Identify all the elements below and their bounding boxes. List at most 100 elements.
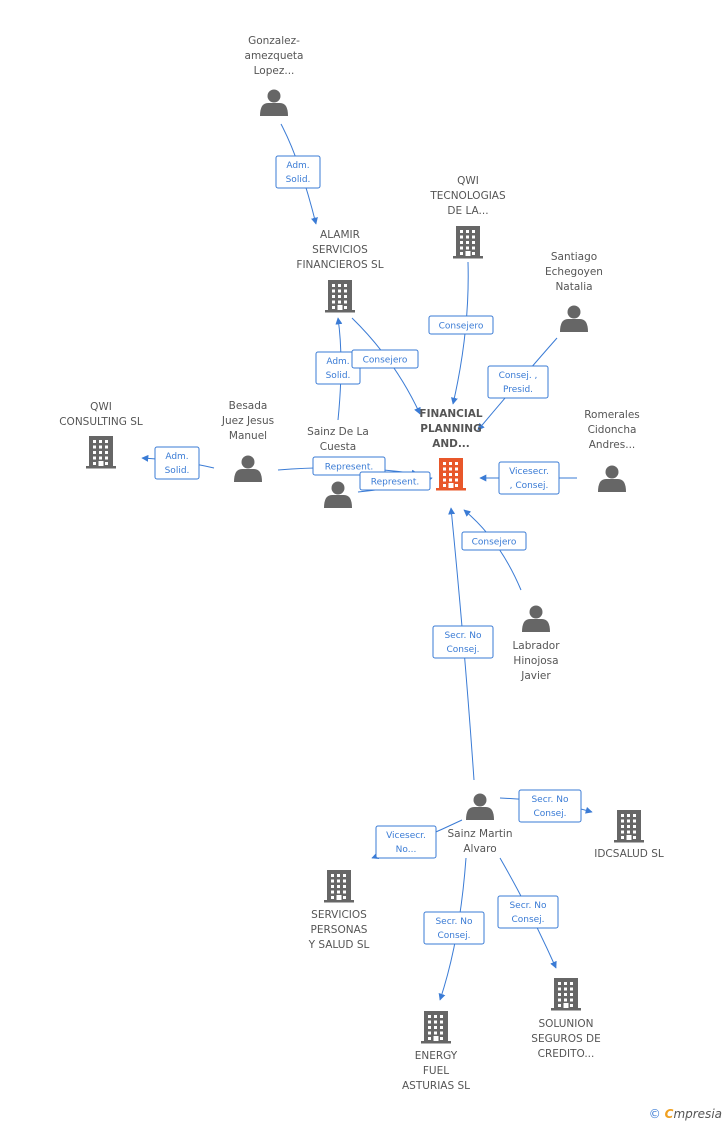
node-label: IDCSALUD SL: [594, 848, 664, 860]
node-label: AND...: [432, 438, 470, 450]
building-icon: [551, 978, 581, 1011]
node-label: TECNOLOGIAS: [429, 190, 506, 202]
relation-label-text: , Consej.: [510, 481, 549, 491]
node-label: DE LA...: [447, 205, 488, 217]
relation-label-text: Consej.: [533, 809, 566, 819]
node-idcsalud[interactable]: IDCSALUD SL: [594, 810, 664, 860]
relation-label-text: Adm.: [165, 452, 188, 462]
relation-label[interactable]: Vicesecr. , Consej.: [498, 461, 560, 495]
relation-label-text: Represent.: [325, 463, 373, 473]
node-alamir[interactable]: ALAMIR SERVICIOS FINANCIEROS SL: [296, 229, 384, 313]
node-label: FUEL: [423, 1065, 449, 1077]
node-label: Y SALUD SL: [308, 939, 370, 951]
relation-label-text: Vicesecr.: [386, 831, 426, 841]
relation-label[interactable]: Secr. No Consej.: [497, 895, 559, 929]
node-solunion[interactable]: SOLUNION SEGUROS DE CREDITO...: [531, 978, 601, 1060]
relation-label-text: Secr. No: [531, 795, 569, 805]
node-servicios[interactable]: SERVICIOS PERSONAS Y SALUD SL: [308, 870, 370, 951]
person-icon: [560, 305, 588, 332]
relation-label[interactable]: Represent.: [359, 471, 431, 491]
node-label: Sainz De La: [307, 426, 369, 438]
building-icon: [86, 436, 116, 469]
person-icon: [324, 481, 352, 508]
relation-label-text: No...: [396, 845, 417, 855]
node-gonzalez[interactable]: Gonzalez-amezquetaLopez...: [245, 35, 304, 116]
building-icon: [614, 810, 644, 843]
node-qwi_cons[interactable]: QWI CONSULTING SL: [59, 401, 143, 469]
relation-label-text: Presid.: [503, 385, 533, 395]
node-label: SERVICIOS: [311, 909, 367, 921]
node-label: Besada: [229, 400, 268, 412]
relation-label[interactable]: Consejero: [428, 315, 494, 335]
node-label: QWI: [90, 401, 112, 413]
relation-label-text: Solid.: [286, 175, 311, 185]
node-label: Cidoncha: [588, 424, 637, 436]
relation-label[interactable]: Vicesecr. No...: [375, 825, 437, 859]
node-label: CREDITO...: [538, 1048, 595, 1060]
node-label: Manuel: [229, 430, 267, 442]
node-label: Santiago: [551, 251, 597, 263]
building-icon: [421, 1011, 451, 1044]
relation-label-text: Consej.: [437, 931, 470, 941]
node-label: amezqueta: [245, 50, 304, 62]
relation-label[interactable]: Adm. Solid.: [275, 155, 321, 189]
relation-label-text: Vicesecr.: [509, 467, 549, 477]
node-label: Echegoyen: [545, 266, 603, 278]
person-icon: [522, 605, 550, 632]
node-label: PERSONAS: [311, 924, 368, 936]
person-icon: [598, 465, 626, 492]
person-icon: [260, 89, 288, 116]
node-label: Lopez...: [254, 65, 295, 77]
node-label: ALAMIR: [320, 229, 360, 241]
node-label: PLANNING: [420, 423, 481, 435]
node-label: ENERGY: [415, 1050, 458, 1062]
node-romerales[interactable]: RomeralesCidonchaAndres...: [584, 409, 640, 492]
node-label: Juez Jesus: [221, 415, 274, 427]
node-label: Sainz Martin: [447, 828, 512, 840]
node-label: FINANCIEROS SL: [296, 259, 383, 271]
relation-label[interactable]: Consejero: [461, 531, 527, 551]
relation-label-text: Adm.: [326, 357, 349, 367]
node-label: Romerales: [584, 409, 640, 421]
node-label: SOLUNION: [538, 1018, 593, 1030]
relation-label-text: Secr. No: [509, 901, 547, 911]
relation-label-text: Consej.: [511, 915, 544, 925]
node-label: Gonzalez-: [248, 35, 300, 47]
relation-label[interactable]: Consejero: [351, 349, 419, 369]
node-fpa[interactable]: FINANCIAL PLANNING AND...: [419, 408, 483, 491]
node-label: SERVICIOS: [312, 244, 368, 256]
relation-label[interactable]: Adm. Solid.: [154, 446, 200, 480]
relation-label[interactable]: Secr. No Consej.: [518, 789, 582, 823]
node-label: Natalia: [555, 281, 592, 293]
node-label: Andres...: [589, 439, 636, 451]
node-label: CONSULTING SL: [59, 416, 143, 428]
building-icon: [453, 226, 483, 259]
building-icon: [324, 870, 354, 903]
node-label: Hinojosa: [513, 655, 558, 667]
relation-label[interactable]: Represent.: [312, 456, 386, 476]
relation-label-text: Solid.: [165, 466, 190, 476]
person-icon: [466, 793, 494, 820]
relation-label-text: Adm.: [286, 161, 309, 171]
relation-label-text: Solid.: [326, 371, 351, 381]
node-label: FINANCIAL: [419, 408, 483, 420]
footer-brand[interactable]: © Cmpresia: [649, 1107, 722, 1121]
relation-label-text: Consejero: [472, 538, 517, 548]
relation-label-text: Consej.: [446, 645, 479, 655]
node-label: Labrador: [512, 640, 560, 652]
node-label: Javier: [520, 670, 551, 682]
focus-building-icon: [436, 458, 466, 491]
relation-label-text: Consej. ,: [499, 371, 538, 381]
relation-label[interactable]: Consej. , Presid.: [487, 365, 549, 399]
node-label: SEGUROS DE: [531, 1033, 600, 1045]
